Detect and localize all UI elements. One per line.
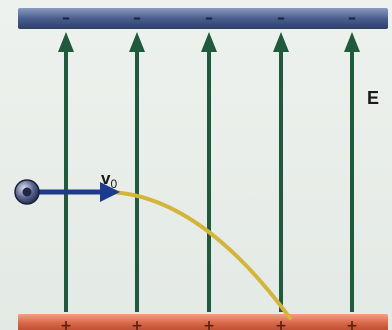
- velocity-label-subscript: 0: [110, 177, 117, 191]
- arrow-up-icon: [58, 32, 74, 52]
- bottom-plate-plus-sign: +: [131, 318, 143, 330]
- top-plate-minus-sign: –: [133, 8, 141, 27]
- arrow-up-icon: [129, 32, 145, 52]
- arrow-up-icon: [201, 32, 217, 52]
- velocity-label: v0: [101, 169, 117, 191]
- field-line: [273, 32, 289, 312]
- field-line: [344, 32, 360, 312]
- bottom-plate-plus-sign: +: [275, 318, 287, 330]
- arrow-right-icon: [100, 182, 120, 202]
- velocity-arrow: [30, 182, 120, 202]
- charged-particle-icon: [14, 179, 40, 205]
- bottom-plate: + + + + +: [18, 314, 388, 330]
- particle-trajectory: [108, 190, 292, 320]
- top-plate-minus-sign: –: [348, 8, 356, 27]
- arrow-up-icon: [273, 32, 289, 52]
- top-plate-minus-sign: –: [62, 8, 70, 27]
- top-plate-minus-sign: –: [205, 8, 213, 27]
- velocity-label-symbol: v: [101, 169, 111, 188]
- bottom-plate-plus-sign: +: [346, 318, 358, 330]
- field-lines: [58, 32, 360, 312]
- top-plate: – – – – –: [18, 8, 388, 29]
- bottom-plate-plus-sign: +: [60, 318, 72, 330]
- arrow-up-icon: [344, 32, 360, 52]
- field-line: [201, 32, 217, 312]
- top-plate-minus-sign: –: [277, 8, 285, 27]
- field-label: E: [367, 88, 379, 108]
- field-line: [129, 32, 145, 312]
- field-line: [58, 32, 74, 312]
- bottom-plate-plus-sign: +: [203, 318, 215, 330]
